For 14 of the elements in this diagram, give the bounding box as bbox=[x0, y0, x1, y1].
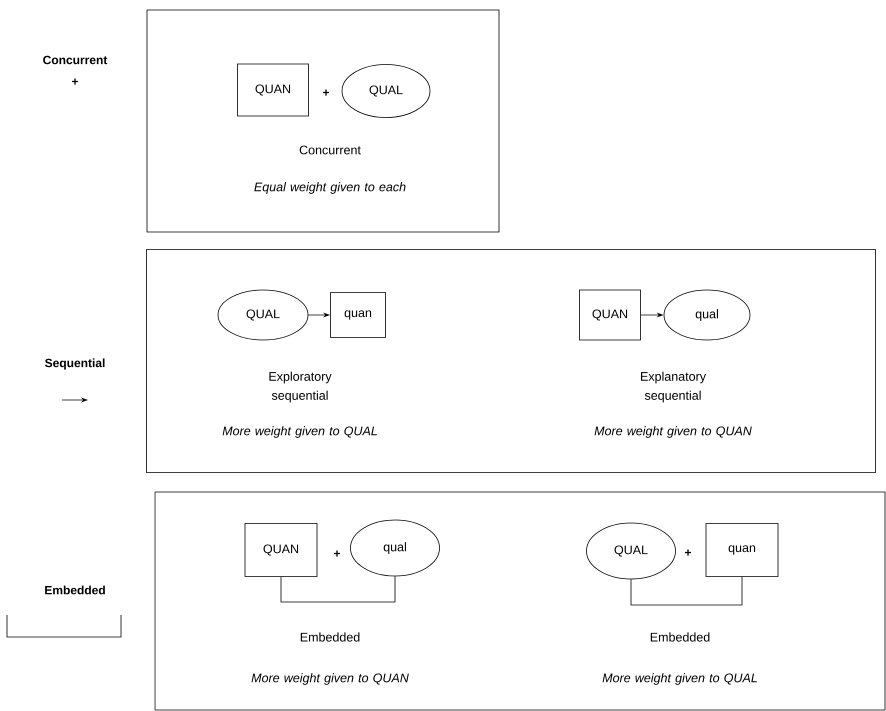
plus-sign: + bbox=[334, 550, 340, 557]
quantitative-box: quan bbox=[706, 523, 778, 577]
bracket-connector bbox=[280, 576, 396, 602]
plus-sign: + bbox=[72, 78, 78, 85]
quantitative-box: quan bbox=[330, 292, 386, 338]
quantitative-box: QUAN bbox=[237, 64, 309, 116]
plus-sign: + bbox=[323, 89, 330, 96]
row-label: Embedded bbox=[45, 586, 105, 594]
row-label: Concurrent bbox=[43, 56, 108, 64]
row-label: Sequential bbox=[45, 358, 104, 370]
bracket-connector bbox=[630, 576, 742, 606]
quantitative-box: QUAN bbox=[244, 523, 318, 577]
plus-sign: + bbox=[685, 549, 692, 556]
quantitative-box: QUAN bbox=[579, 290, 641, 340]
